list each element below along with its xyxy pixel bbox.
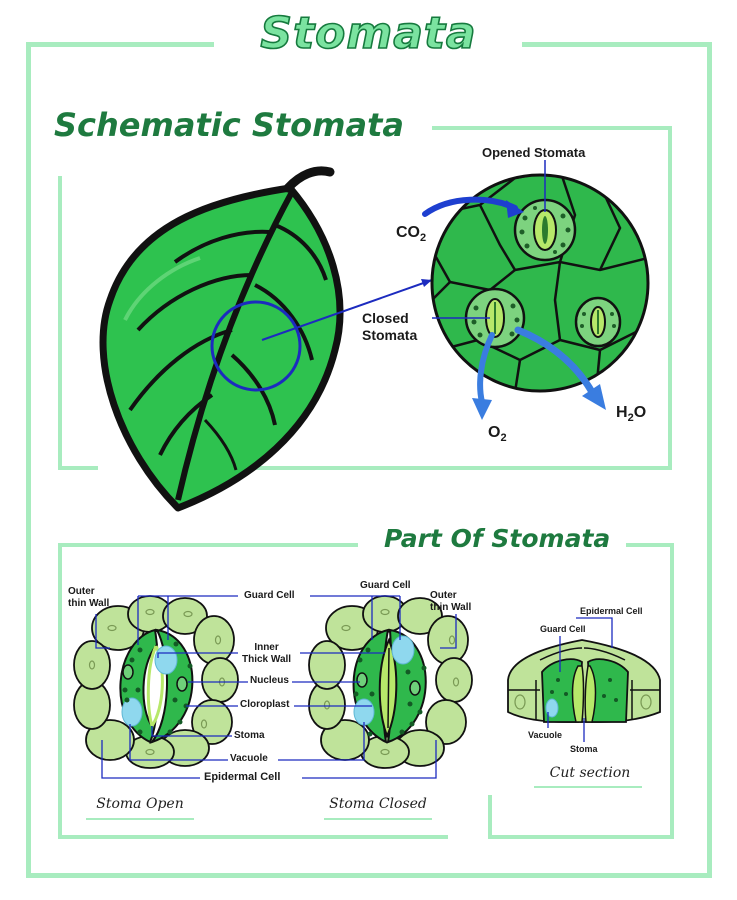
magnified-tissue — [430, 173, 650, 393]
page-title: Stomata — [260, 7, 477, 60]
inner-wall-line2: Thick Wall — [242, 654, 292, 665]
caption-stoma-open: Stoma Open — [96, 796, 184, 812]
label-stoma: Stoma — [234, 730, 265, 741]
h2o-o-text: O — [633, 404, 647, 421]
schematic-frame-bottom-left — [58, 466, 98, 470]
tissue-stoma-open — [513, 198, 577, 262]
caption-stoma-closed: Stoma Closed — [329, 796, 427, 812]
zoom-line — [261, 279, 433, 341]
parts-frame-top-left — [58, 543, 358, 547]
schematic-frame-bottom-right — [232, 466, 672, 470]
outer-wall-right-line2: thin Wall — [430, 602, 472, 613]
label-closed-stomata: Closed Stomata — [362, 310, 417, 344]
parts-frame-bottom-right — [488, 835, 674, 839]
cut-leader-lines — [547, 617, 613, 742]
cut-label-guard-cell: Guard Cell — [540, 624, 586, 634]
outer-frame-right — [707, 42, 712, 878]
cut-label-vacuole: Vacuole — [528, 730, 563, 740]
caption-cut-underline — [534, 786, 642, 788]
schematic-frame-top — [432, 126, 672, 130]
label-guard-cell: Guard Cell — [244, 590, 295, 601]
caption-closed-underline — [324, 818, 432, 820]
parts-frame-top-right — [626, 543, 674, 547]
label-co2: CO2 — [396, 224, 426, 244]
schematic-frame-right — [668, 126, 672, 470]
leaf-illustration — [99, 166, 344, 512]
outer-wall-left-line1: Outer — [68, 586, 95, 597]
label-outer-thin-wall-right: Outer thin Wall — [430, 590, 471, 614]
schematic-frame-left — [58, 176, 62, 470]
parts-frame-left — [58, 543, 62, 839]
label-closed-line2: Stomata — [362, 327, 418, 343]
outer-wall-right-line1: Outer — [430, 590, 457, 601]
co2-arrow — [422, 196, 524, 218]
outer-frame-top-right — [522, 42, 712, 47]
label-closed-line1: Closed — [362, 310, 409, 326]
cut-section-diagram — [507, 639, 661, 723]
co2-text: CO — [396, 224, 420, 241]
stoma-closed-diagram — [308, 595, 473, 769]
o2-subscript: 2 — [500, 432, 507, 445]
label-o2: O2 — [488, 424, 507, 444]
parts-frame-bottom-left — [58, 835, 448, 839]
outer-frame-left — [26, 42, 31, 878]
label-inner-thick-wall: Inner Thick Wall — [242, 642, 291, 666]
stoma-open-diagram — [73, 595, 239, 769]
label-chloroplast: Cloroplast — [240, 699, 290, 710]
label-guard-cell-right: Guard Cell — [360, 580, 411, 591]
o2-arrow — [472, 332, 495, 420]
co2-subscript: 2 — [420, 232, 427, 245]
cut-label-stoma: Stoma — [570, 744, 598, 754]
h2o-arrow — [514, 326, 606, 410]
tissue-stoma-closed-2 — [574, 296, 622, 348]
label-vacuole: Vacuole — [230, 753, 268, 764]
outer-wall-left-line2: thin Wall — [68, 598, 110, 609]
schematic-title: Schematic Stomata — [54, 106, 404, 144]
outer-frame-top-left — [26, 42, 214, 47]
zoom-circle — [210, 300, 302, 392]
label-outer-thin-wall-left: Outer thin Wall — [68, 586, 109, 610]
label-opened-stomata: Opened Stomata — [482, 145, 586, 160]
h2o-subscript: 2 — [627, 412, 634, 425]
parts-frame-right — [670, 543, 674, 839]
o2-text: O — [488, 424, 501, 441]
label-h2o: H2O — [616, 404, 646, 424]
caption-cut-section: Cut section — [549, 765, 631, 781]
cut-label-epidermal-cell: Epidermal Cell — [580, 606, 643, 616]
caption-open-underline — [86, 818, 194, 820]
parts-leader-lines — [95, 595, 457, 779]
parts-title: Part Of Stomata — [384, 524, 611, 553]
h2o-h-text: H — [616, 404, 628, 421]
inner-wall-line1: Inner — [254, 642, 279, 653]
outer-frame-bottom — [26, 873, 712, 878]
label-epidermal-cell: Epidermal Cell — [204, 771, 281, 783]
tissue-stoma-closed-1 — [464, 287, 526, 349]
parts-frame-inner-tick — [488, 795, 492, 839]
label-nucleus: Nucleus — [250, 675, 289, 686]
